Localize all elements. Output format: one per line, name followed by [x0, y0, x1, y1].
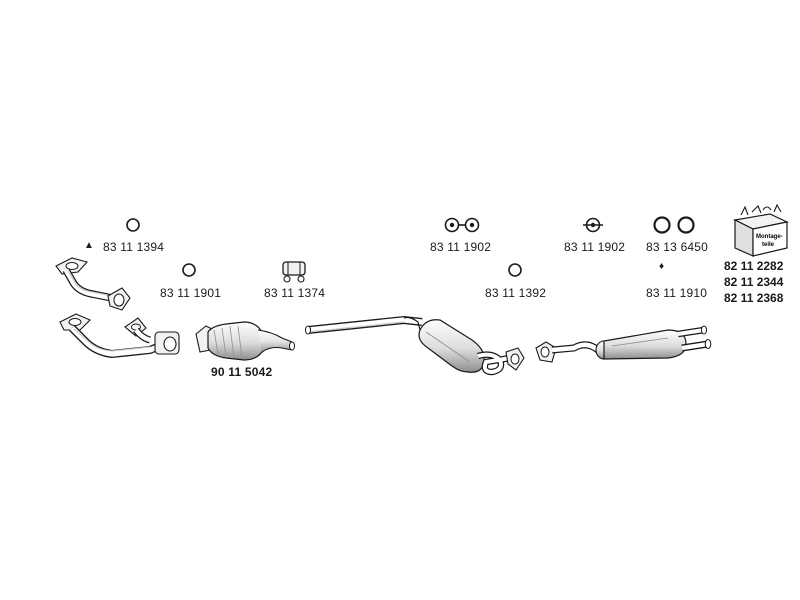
part-number-8311-1394: 83 11 1394	[103, 240, 165, 254]
center-pipe-and-muffler	[305, 315, 525, 376]
ring-icon-1394	[126, 218, 140, 232]
part-number-8311-1902-b: 83 11 1902	[564, 240, 626, 254]
mounting-kit-label-1: Montage-	[756, 234, 783, 240]
mounting-kit-numbers: 82 11 2282 82 11 2344 82 11 2368	[724, 258, 783, 306]
part-number-9011-5042: 90 11 5042	[211, 365, 273, 379]
front-downpipe-lower	[59, 313, 180, 359]
part-number-8311-1392: 83 11 1392	[485, 286, 547, 300]
mounting-kit-number: 82 11 2368	[724, 291, 784, 305]
rear-pipe-and-muffler	[535, 325, 712, 363]
triangle-icon: ▲	[84, 240, 94, 251]
part-number-8311-1902-a: 83 11 1902	[430, 240, 492, 254]
ring-icon-1901	[182, 263, 196, 277]
rubber-mount-icon-1902a	[444, 217, 480, 233]
clamp-marker-icon: ♦	[659, 261, 665, 272]
part-number-8311-1910: 83 11 1910	[646, 286, 708, 300]
front-downpipe-upper	[55, 257, 131, 311]
part-number-8313-6450: 83 13 6450	[646, 240, 709, 254]
mounting-kit-number: 82 11 2344	[724, 275, 784, 289]
mounting-kit-box-icon: Montage- teile	[733, 203, 789, 257]
clamp-icon-1374	[282, 261, 306, 283]
rubber-mount-icon-1902b	[583, 217, 603, 233]
gasket-rings-icon-6450	[653, 216, 695, 234]
ring-icon-1392	[508, 263, 522, 277]
mounting-kit-label-2: teile	[762, 242, 775, 248]
part-number-8311-1374: 83 11 1374	[264, 286, 326, 300]
catalytic-converter	[195, 321, 295, 361]
mounting-kit-number: 82 11 2282	[724, 259, 784, 273]
part-number-8311-1901: 83 11 1901	[160, 286, 222, 300]
